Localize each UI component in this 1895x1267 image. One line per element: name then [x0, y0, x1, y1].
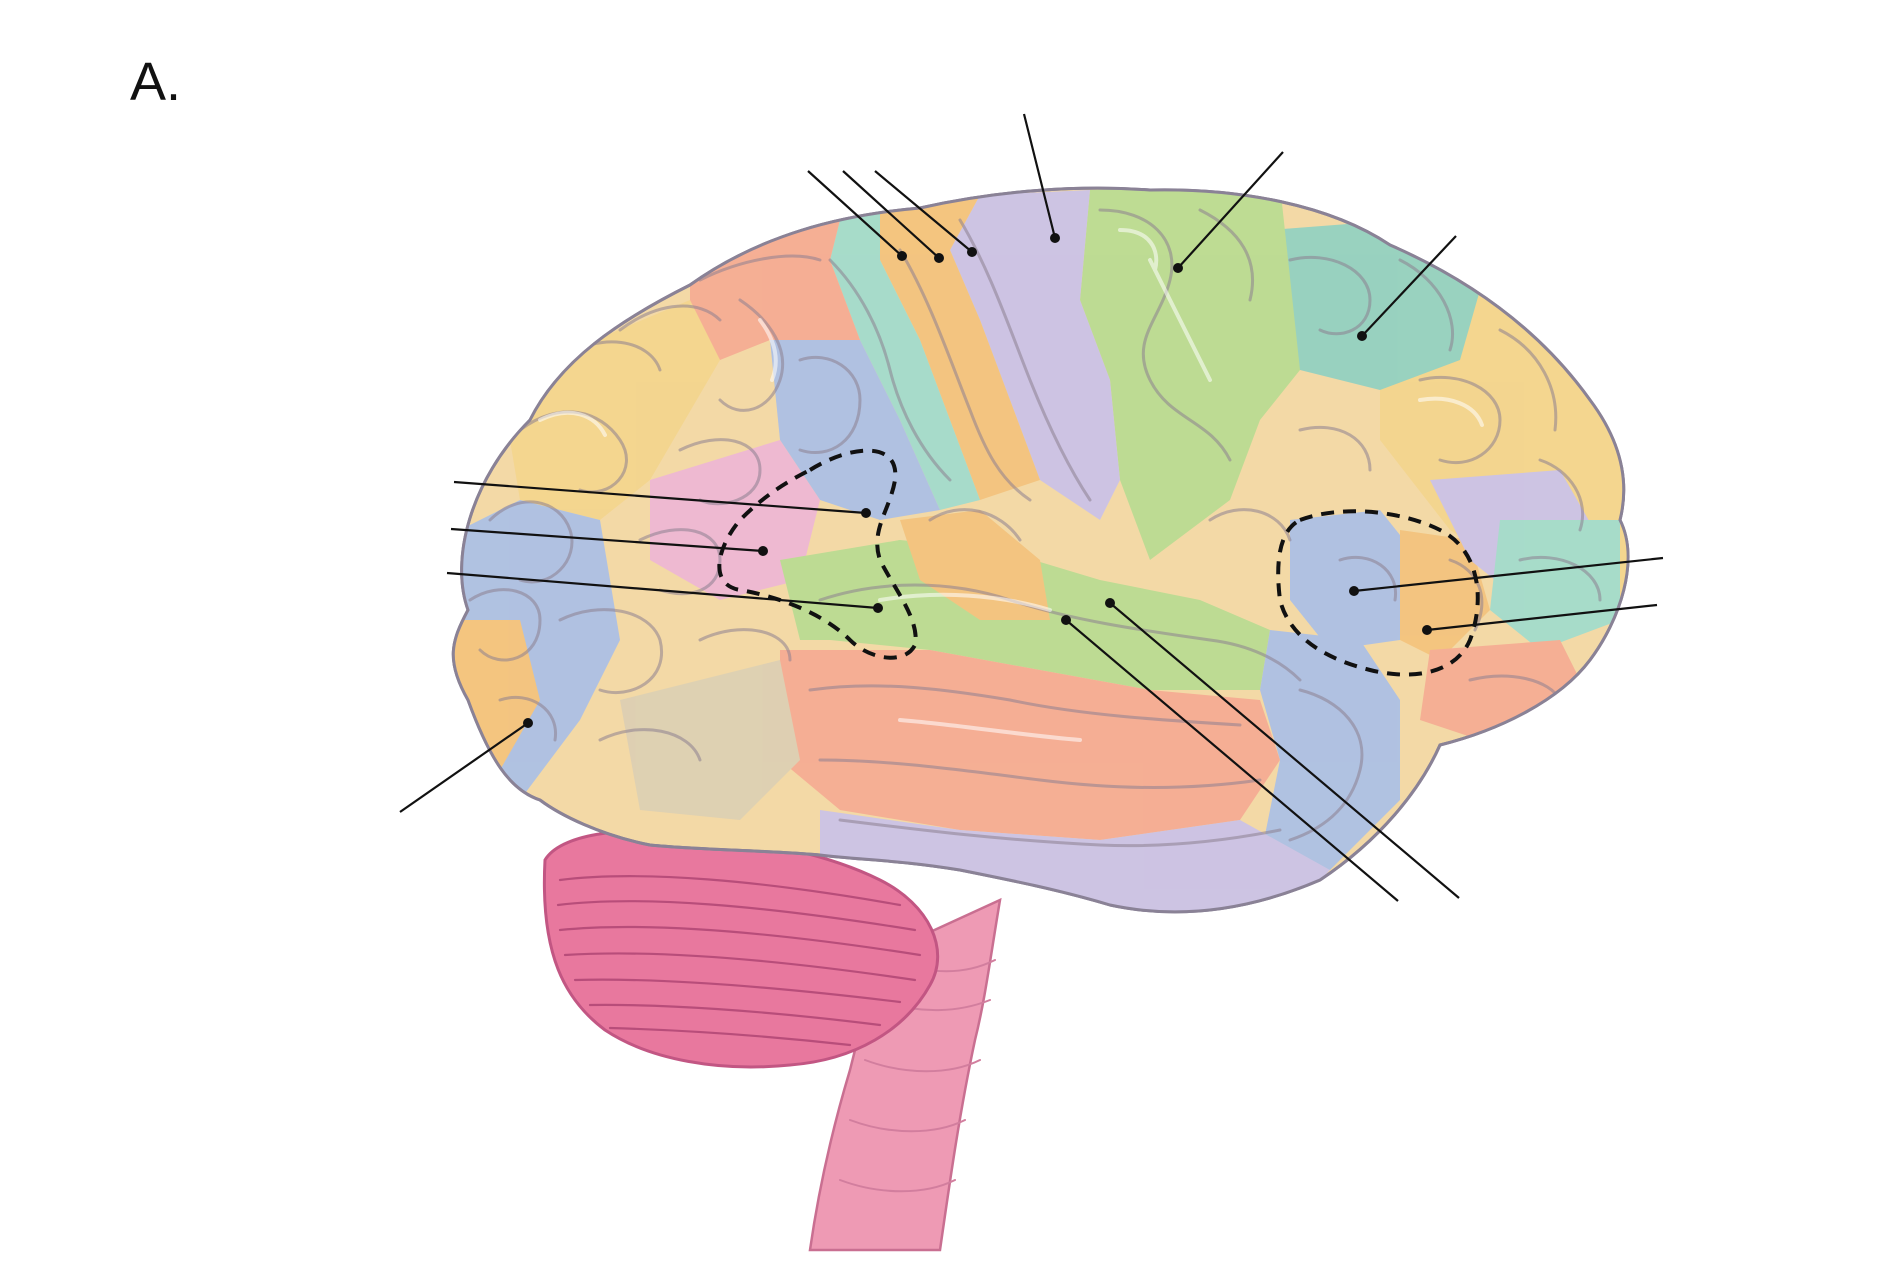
region-sensory-teal: [830, 205, 980, 510]
leader-dot: [1061, 615, 1071, 625]
brainstem-ridges: [839, 959, 996, 1193]
region-broca-blue: [1290, 510, 1420, 650]
region-parietal-blue: [770, 340, 940, 520]
leader-dot: [861, 508, 871, 518]
leader-lines: [399, 113, 1664, 902]
region-occipital-yellow: [500, 300, 720, 520]
leader-dot: [523, 718, 533, 728]
region-temporal-middle-salmon: [780, 650, 1280, 840]
leader-dot: [1357, 331, 1367, 341]
region-broca-orange: [1400, 530, 1490, 660]
leader-dot: [1105, 598, 1115, 608]
region-sensory-strip: [880, 195, 1040, 500]
cortex-outline: [451, 186, 1630, 914]
leader-dot: [1050, 233, 1060, 243]
leader-dot: [1349, 586, 1359, 596]
gyral-folds: [468, 208, 1602, 848]
region-angular-pink: [650, 440, 820, 600]
leader-dot: [897, 251, 907, 261]
roi-outline-anterior: [1276, 509, 1480, 677]
region-lateral-orbital-salmon: [1420, 640, 1590, 740]
leader-dot: [967, 247, 977, 257]
leader-dot: [1173, 263, 1183, 273]
leader-dot: [1422, 625, 1432, 635]
region-temporal-pole-blue: [1260, 630, 1400, 870]
leader-dot: [758, 546, 768, 556]
region-orbital-teal: [1490, 520, 1620, 650]
panel-letter: A.: [130, 52, 181, 112]
leader-dot: [934, 253, 944, 263]
cerebellum-folia: [556, 875, 922, 1047]
region-motor-strip: [950, 190, 1120, 520]
region-frontal-eye: [1250, 220, 1480, 390]
leader-dot: [873, 603, 883, 613]
region-occipitotemporal-beige: [620, 660, 800, 820]
region-auditory-orange: [900, 510, 1050, 620]
region-premotor: [1080, 188, 1300, 560]
